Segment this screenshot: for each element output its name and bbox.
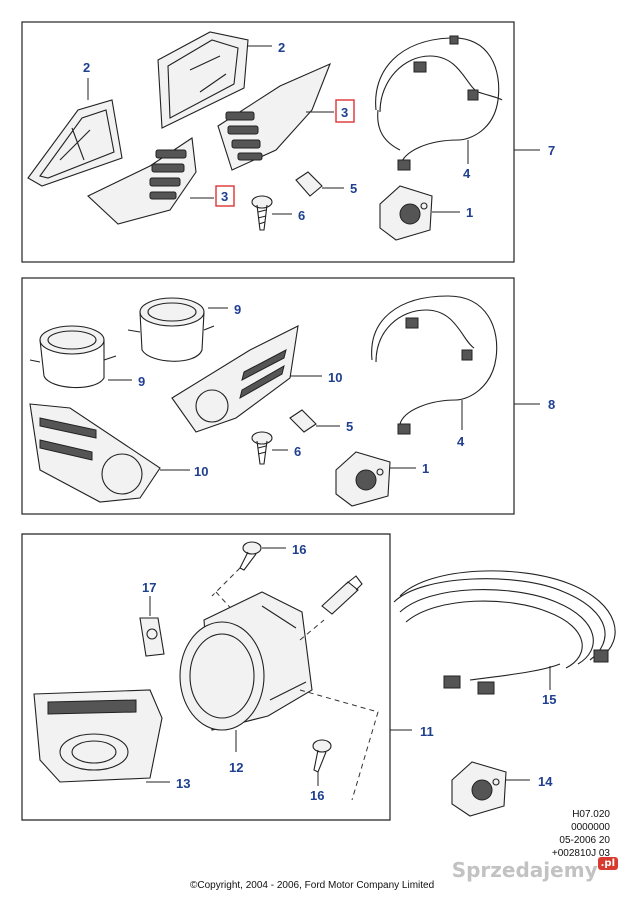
- callout-9-right: 9: [234, 302, 241, 317]
- part-2-lamp-cover-right: [157, 31, 249, 129]
- part-16-screw-bottom: [312, 739, 332, 773]
- part-5-clip: [295, 171, 323, 197]
- part-12-fog-lamp: [179, 591, 313, 731]
- copyright: ©Copyright, 2004 - 2006, Ford Motor Comp…: [190, 880, 435, 891]
- callout-4-p1: 4: [463, 166, 471, 181]
- callout-11: 11: [420, 724, 434, 739]
- callout-8: 8: [548, 397, 555, 412]
- part-17-bracket: [139, 617, 165, 657]
- callout-16-top: 16: [292, 542, 306, 557]
- callout-5-p1: 5: [350, 181, 357, 196]
- part-6-screw: [251, 195, 273, 231]
- callout-7: 7: [548, 143, 555, 158]
- part-6-screw-p2: [251, 431, 273, 465]
- callout-3-left: 3: [221, 189, 228, 204]
- callout-3-right-box: [335, 99, 355, 123]
- part-14-switch: [451, 761, 507, 817]
- callout-10-left: 10: [194, 464, 208, 479]
- callout-4-p2: 4: [457, 434, 465, 449]
- part-1-switch-p2: [335, 451, 391, 507]
- watermark-brand: Sprzedajemy: [451, 858, 598, 882]
- panel-1: 7 2 2 3 3: [21, 21, 555, 263]
- callout-1-p2: 1: [422, 461, 429, 476]
- drawing-code-line-2: 0000000: [571, 822, 610, 833]
- part-10-grille-left: [29, 403, 161, 503]
- callout-12: 12: [229, 760, 243, 775]
- part-9-lamp-bezel-right: [127, 297, 215, 362]
- part-13-bezel: [33, 689, 163, 783]
- panel-2: 8 9 9 10: [21, 277, 555, 515]
- callout-2-right: 2: [278, 40, 285, 55]
- callout-10-right: 10: [328, 370, 342, 385]
- callout-6-p1: 6: [298, 208, 305, 223]
- drawing-code-line-1: H07.020: [572, 809, 610, 820]
- drawing-code-line-4: +002810J 03: [551, 848, 610, 859]
- callout-13: 13: [176, 776, 190, 791]
- panel-3: 11 16 17 12: [21, 533, 616, 821]
- callout-14: 14: [538, 774, 553, 789]
- callout-5-p2: 5: [346, 419, 353, 434]
- callout-9-left: 9: [138, 374, 145, 389]
- callout-15: 15: [542, 692, 556, 707]
- callout-3-right: 3: [341, 105, 348, 120]
- part-15-harness: [393, 570, 616, 695]
- part-5-clip-p2: [289, 409, 317, 433]
- watermark-suffix: .pl: [597, 857, 618, 870]
- callout-1-p1: 1: [466, 205, 473, 220]
- callout-2-left: 2: [83, 60, 90, 75]
- callout-6-p2: 6: [294, 444, 301, 459]
- part-1-switch: [379, 185, 433, 241]
- part-bulb: [321, 575, 363, 615]
- part-2-lamp-cover-left: [27, 99, 123, 187]
- callout-17: 17: [142, 580, 156, 595]
- part-10-grille-right: [171, 325, 299, 433]
- part-3-grille-left: [87, 137, 197, 225]
- callout-3-left-box: [215, 185, 235, 207]
- part-9-lamp-bezel-left: [29, 325, 117, 389]
- drawing-code: H07.020 0000000 05-2006 20 +002810J 03: [552, 808, 610, 860]
- part-4-wiring-harness: [375, 35, 503, 171]
- part-3-grille-left-slots: [149, 149, 187, 200]
- drawing-code-line-3: 05-2006 20: [559, 835, 610, 846]
- callout-16-bottom: 16: [310, 788, 324, 803]
- watermark: Sprzedajemy.pl: [451, 857, 618, 882]
- part-16-screw-top: [239, 541, 262, 571]
- part-3-grille-right-slots: [225, 111, 263, 161]
- part-4-wiring-harness-p2: [371, 295, 498, 435]
